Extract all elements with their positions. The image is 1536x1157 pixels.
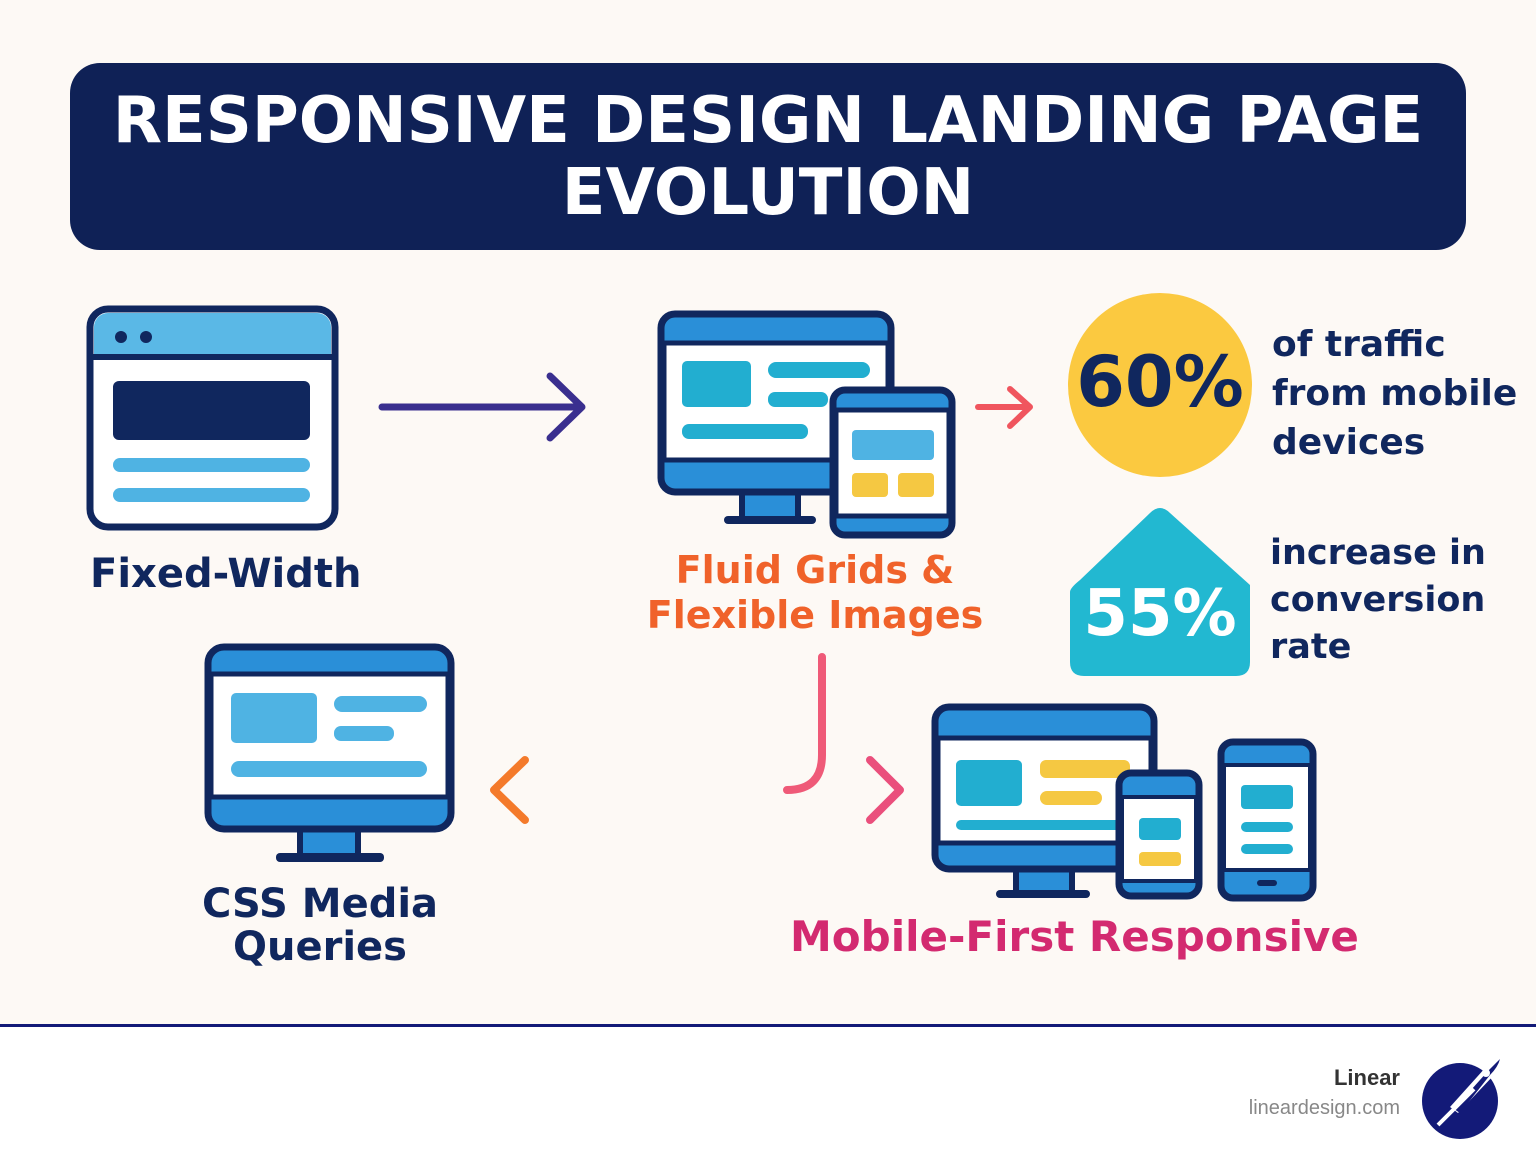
stage-label-fixed-width: Fixed-Width	[90, 551, 362, 597]
browser-window-icon	[86, 305, 339, 531]
brand-url[interactable]: lineardesign.com	[1248, 1097, 1400, 1119]
brand-name: Linear	[1333, 1065, 1400, 1090]
stage-label-mobile-first: Mobile-First Responsive	[790, 912, 1359, 961]
arrow-right-icon	[378, 372, 586, 442]
footer: Linear lineardesign.com	[0, 1024, 1536, 1157]
title-line-1: RESPONSIVE DESIGN LANDING PAGE	[112, 83, 1424, 158]
stat-text-conversion: increase in conversion rate	[1270, 530, 1486, 671]
stage-label-css-media-queries: CSS Media Queries	[170, 883, 470, 969]
stat-house-shape	[1070, 508, 1250, 676]
fluid-line-2: Flexible Images	[646, 593, 984, 637]
stat-line: rate	[1270, 627, 1352, 667]
stat-line: from mobile	[1272, 373, 1518, 414]
stat-text-traffic: of traffic from mobile devices	[1272, 320, 1517, 467]
fluid-line-1: Fluid Grids &	[675, 548, 955, 592]
title-banner: RESPONSIVE DESIGN LANDING PAGE EVOLUTION	[70, 63, 1466, 250]
multi-device-icon	[931, 703, 1317, 902]
brand-block: Linear lineardesign.com	[1249, 1065, 1400, 1120]
css-line-1: CSS Media	[201, 881, 439, 927]
monitor-tablet-icon	[657, 310, 956, 539]
stat-line: devices	[1272, 422, 1426, 463]
stat-line: of traffic	[1272, 324, 1446, 365]
bidirectional-arrow-icon	[490, 653, 904, 824]
stat-value-traffic: 60%	[1076, 341, 1244, 423]
stat-line: conversion	[1270, 580, 1486, 620]
title-line-2: EVOLUTION	[561, 155, 975, 230]
stat-value-conversion: 55%	[1083, 577, 1237, 651]
desktop-monitor-icon	[204, 643, 455, 862]
stat-circle	[1068, 293, 1252, 477]
stage-label-fluid-grids: Fluid Grids & Flexible Images	[640, 548, 990, 638]
stat-line: increase in	[1270, 533, 1486, 573]
arrow-right-icon	[975, 386, 1033, 429]
rocket-logo-icon	[1422, 1055, 1504, 1139]
css-line-2: Queries	[233, 924, 407, 970]
